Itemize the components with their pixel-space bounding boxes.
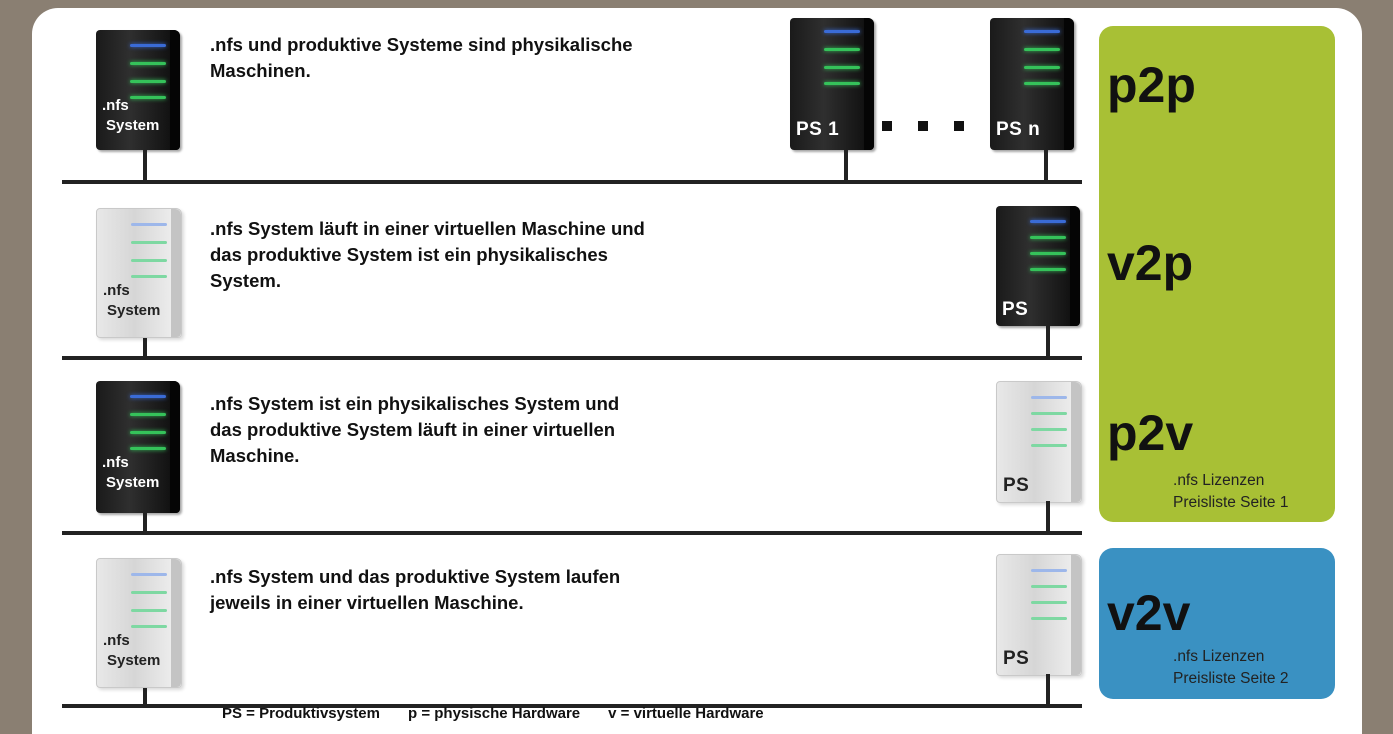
ps-label: PS: [1003, 648, 1030, 669]
network-bus: [62, 704, 1082, 708]
ps-label: PS: [1002, 299, 1029, 320]
system-label: System: [107, 652, 161, 669]
code-p2p: p2p: [1107, 57, 1196, 113]
nfs-label: .nfs: [102, 454, 129, 471]
ellipsis: [882, 121, 964, 131]
legend-v: v = virtuelle Hardware: [608, 705, 764, 722]
network-bus: [62, 531, 1082, 535]
ps-server-physical-1: PS 1: [790, 18, 874, 150]
system-label: System: [107, 302, 161, 319]
scenario-row-p2v: .nfs System .nfs System ist ein physikal…: [32, 373, 1092, 548]
nfs-label: .nfs: [103, 282, 130, 299]
ps-server-virtual: PS: [996, 554, 1082, 676]
nfs-server-virtual: .nfs System: [96, 558, 182, 688]
pricelist-note-2: .nfs Lizenzen Preisliste Seite 2: [1173, 648, 1289, 687]
network-bus: [62, 180, 1082, 184]
system-label: System: [106, 474, 160, 491]
scenario-description: .nfs System läuft in einer virtuellen Ma…: [210, 218, 645, 291]
ps-server-virtual: PS: [996, 381, 1082, 503]
legend-p: p = physische Hardware: [407, 705, 581, 722]
code-v2v: v2v: [1107, 585, 1191, 641]
scenario-row-p2p: .nfs System .nfs und produktive Systeme …: [32, 8, 1092, 198]
ps-label: PS 1: [796, 119, 840, 140]
license-badge-green: p2p v2p p2v .nfs Lizenzen Preisliste Sei…: [1099, 26, 1335, 522]
ps-server-physical-n: PS n: [990, 18, 1074, 150]
nfs-label: .nfs: [102, 97, 129, 114]
ps-server-physical: PS: [996, 206, 1080, 326]
scenario-description: .nfs System ist ein physikalisches Syste…: [210, 393, 620, 466]
network-bus: [62, 356, 1082, 360]
ps-label: PS n: [996, 119, 1041, 140]
scenario-description: .nfs und produktive Systeme sind physika…: [210, 34, 633, 81]
system-label: System: [106, 117, 160, 134]
scenario-row-v2p: .nfs System .nfs System läuft in einer v…: [32, 198, 1092, 373]
slide: .nfs System .nfs und produktive Systeme …: [32, 8, 1362, 734]
nfs-server-physical: .nfs System: [96, 30, 180, 150]
license-badge-blue: v2v .nfs Lizenzen Preisliste Seite 2: [1099, 548, 1335, 699]
code-p2v: p2v: [1107, 405, 1194, 461]
nfs-server-physical: .nfs System: [96, 381, 180, 513]
nfs-label: .nfs: [103, 632, 130, 649]
pricelist-note-1: .nfs Lizenzen Preisliste Seite 1: [1173, 472, 1289, 511]
legend: PS = Produktivsystem p = physische Hardw…: [222, 705, 764, 722]
legend-ps: PS = Produktivsystem: [222, 705, 380, 722]
code-v2p: v2p: [1107, 235, 1194, 291]
scenario-row-v2v: .nfs System .nfs System und das produkti…: [32, 548, 1092, 718]
scenario-description: .nfs System und das produktive System la…: [210, 566, 621, 613]
nfs-server-virtual: .nfs System: [96, 208, 182, 338]
ps-label: PS: [1003, 475, 1030, 496]
